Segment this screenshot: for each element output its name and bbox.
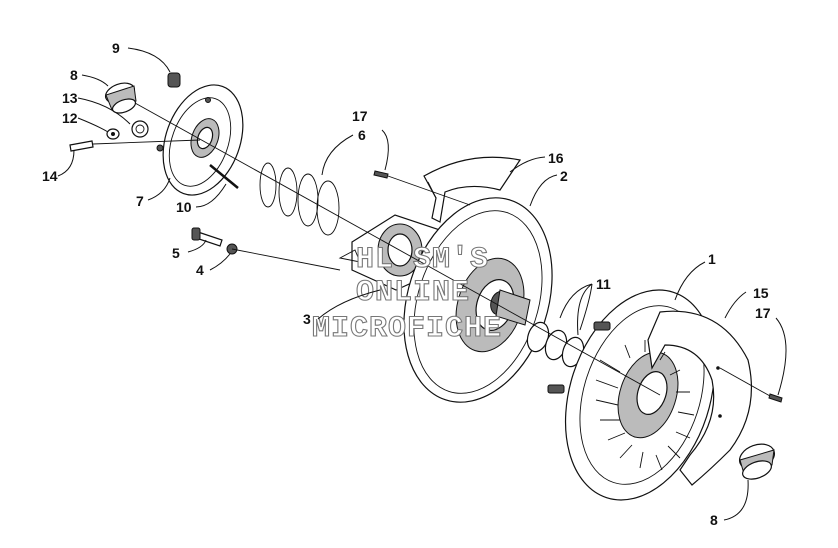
watermark: HL SM'S ONLINE MICROFICHE	[311, 242, 502, 346]
movable-sheave	[403, 197, 553, 403]
shield-right	[647, 310, 753, 486]
watermark-line-2: ONLINE	[356, 276, 470, 310]
bushing-bottom	[738, 443, 776, 480]
callout-5: 5	[172, 245, 180, 261]
pin-14	[69, 140, 94, 152]
callout-11: 11	[596, 276, 611, 292]
fixed-sheave	[547, 289, 716, 501]
watermark-line-1: HL SM'S	[356, 243, 489, 277]
callout-17-top: 17	[352, 108, 368, 124]
bolt-5	[191, 227, 223, 247]
washer-12	[106, 128, 120, 140]
screw-top	[373, 170, 389, 179]
callout-13: 13	[62, 90, 78, 106]
callout-3: 3	[303, 311, 311, 327]
washer-13	[131, 120, 149, 138]
callout-15: 15	[753, 285, 769, 301]
axis-lines	[92, 102, 771, 397]
callout-1: 1	[708, 251, 716, 267]
callout-17-right: 17	[755, 305, 771, 321]
shield	[423, 156, 521, 223]
spring	[259, 162, 340, 236]
callout-2: 2	[560, 168, 568, 184]
callout-14: 14	[42, 168, 58, 184]
watermark-line-3: MICROFICHE	[312, 312, 502, 346]
callout-8-bottom: 8	[710, 512, 718, 528]
callout-8-top: 8	[70, 67, 78, 83]
nut-small	[167, 72, 181, 88]
callout-labels: 9 8 13 12 14 7 10 17 6 16 2 5 4 3 11 1 1…	[42, 40, 771, 528]
callout-9: 9	[112, 40, 120, 56]
callout-4: 4	[196, 262, 204, 278]
bushing-top	[104, 82, 137, 114]
callout-6: 6	[358, 127, 366, 143]
leader-lines	[57, 47, 787, 521]
screw-right	[768, 393, 783, 403]
callout-10: 10	[176, 199, 192, 215]
callout-16: 16	[548, 150, 564, 166]
callout-7: 7	[136, 193, 144, 209]
cover-plate	[156, 84, 244, 196]
pin-10	[209, 164, 239, 189]
callout-12: 12	[62, 110, 78, 126]
